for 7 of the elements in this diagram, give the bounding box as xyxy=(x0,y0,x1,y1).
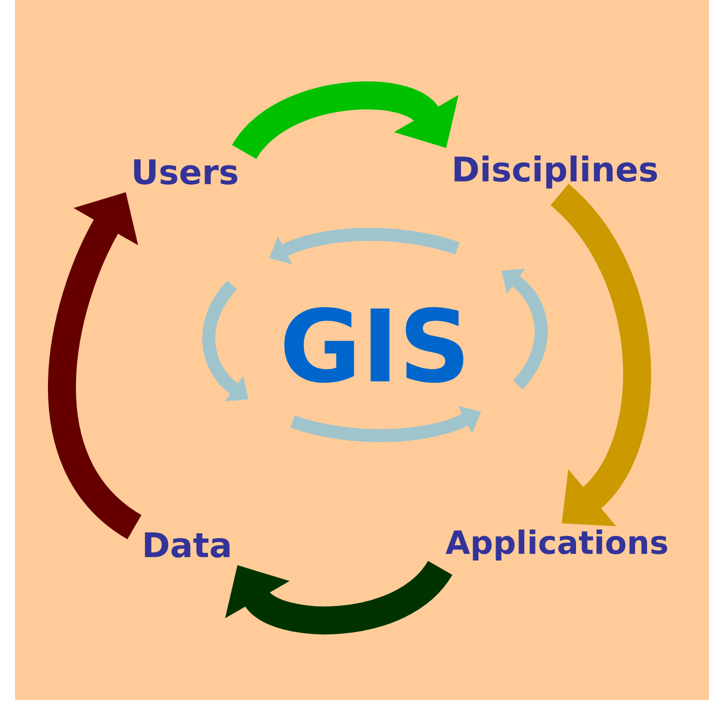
arrow xyxy=(232,82,459,160)
label-text: Disciplines xyxy=(454,156,657,188)
arrow xyxy=(550,184,651,526)
label-text: Data xyxy=(144,532,230,558)
title-text: GIS xyxy=(284,307,464,383)
label-text: Applications xyxy=(446,530,668,560)
label-text: Users xyxy=(134,159,238,185)
